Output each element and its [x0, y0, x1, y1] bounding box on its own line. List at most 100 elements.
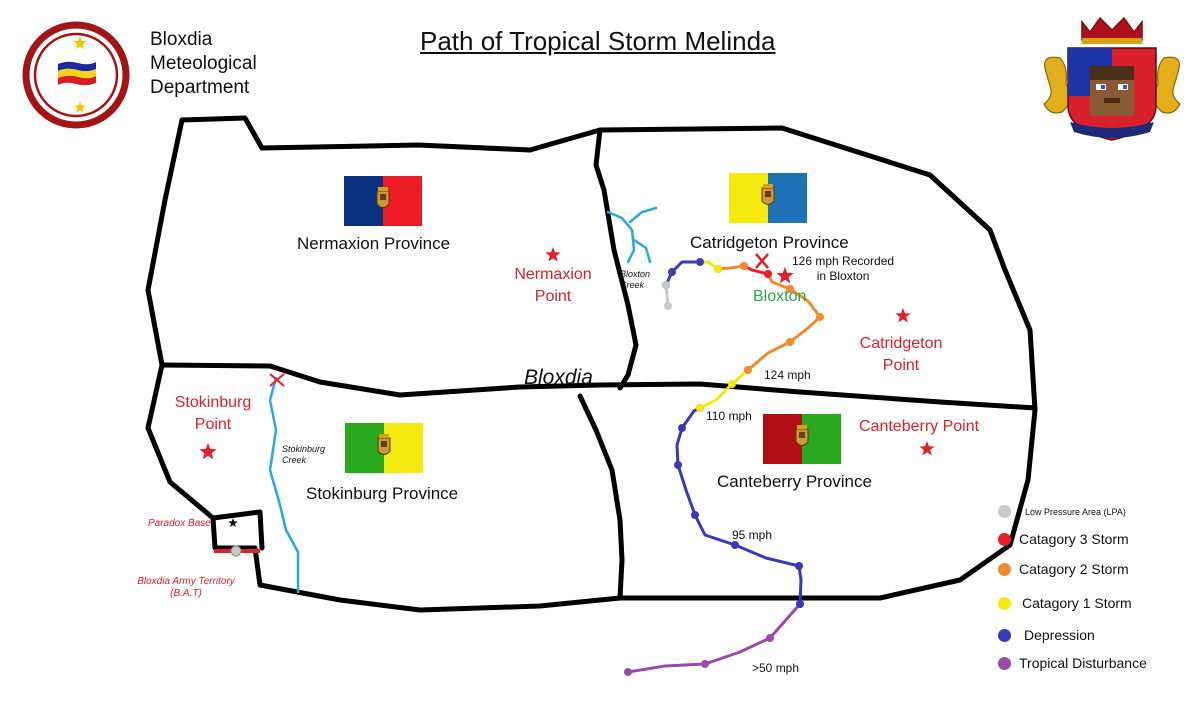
track-point	[728, 380, 736, 388]
flag-nermaxion	[344, 176, 422, 226]
flag-canteberry	[763, 414, 841, 464]
creek-label-bloxton-line1: Bloxton	[620, 269, 651, 279]
point-label-canteberry: Canteberry Point	[859, 418, 980, 435]
legend-label: Catagory 2 Storm	[1019, 561, 1129, 577]
legend-dot-icon	[998, 532, 1011, 546]
track-segment-c2	[716, 264, 746, 271]
province-label-catridgeton: Catridgeton Province	[690, 233, 849, 252]
track-point	[744, 366, 752, 374]
storm-track	[624, 258, 824, 676]
speed-label-50: >50 mph	[752, 661, 800, 675]
bloxton-star-icon	[776, 267, 794, 284]
record-annotation-line1: 126 mph Recorded	[792, 254, 895, 268]
legend-label: Catagory 1 Storm	[1022, 595, 1132, 611]
creek-source-mark	[269, 373, 285, 387]
legend-dot-icon	[998, 562, 1011, 576]
department-seal	[22, 21, 130, 129]
catridgeton-point-star-icon	[895, 308, 911, 323]
creeks	[268, 206, 658, 594]
track-point	[786, 338, 794, 346]
track-point	[816, 313, 824, 321]
place-label-bat: Bloxdia Army Territory (B.A.T)	[130, 576, 242, 600]
track-point	[701, 660, 709, 668]
flag-catridgeton	[729, 173, 807, 223]
track-segment-c1	[698, 368, 750, 410]
creek-label-stokinburg: Stokinburg Creek	[282, 444, 325, 466]
legend-dot-icon	[998, 596, 1011, 610]
department-name-line3: Department	[150, 77, 250, 98]
flag-emblem-icon	[377, 434, 391, 455]
track-point	[662, 281, 670, 289]
province-label-stokinburg: Stokinburg Province	[306, 484, 459, 503]
point-label-nermaxion: Nermaxion Point	[500, 264, 606, 308]
track-point	[696, 404, 704, 412]
point-label-nermaxion-line2: Point	[534, 288, 572, 305]
landfall-x-marker	[755, 253, 769, 269]
track-point	[795, 562, 803, 570]
track-point	[786, 285, 794, 293]
place-label-bat-line2: (B.A.T)	[170, 588, 202, 599]
legend-item-cat2: Catagory 2 Storm	[998, 561, 1129, 577]
point-label-catridgeton-line1: Catridgeton	[859, 335, 943, 352]
track-point	[731, 541, 739, 549]
department-name-line1: Bloxdia	[150, 29, 213, 50]
point-label-catridgeton-line2: Point	[882, 357, 920, 374]
point-label-nermaxion-line1: Nermaxion	[514, 266, 592, 283]
legend-item-cat1: Catagory 1 Storm	[998, 595, 1132, 611]
track-point	[678, 424, 686, 432]
track-point	[766, 634, 774, 642]
paradox-base-star-icon	[228, 518, 238, 527]
creek-label-bloxton: Bloxton Creek	[620, 269, 650, 291]
track-point	[764, 270, 772, 278]
flag-emblem-icon	[795, 425, 809, 446]
paradox-base-marker	[214, 545, 260, 557]
province-label-canteberry: Canteberry Province	[717, 472, 872, 491]
track-point	[674, 461, 682, 469]
legend-label: Low Pressure Area (LPA)	[1025, 506, 1126, 517]
speed-label-124: 124 mph	[764, 368, 811, 382]
track-point	[664, 302, 672, 310]
canteberry-point-star-icon	[919, 441, 935, 456]
nermaxion-point-star-icon	[545, 247, 561, 262]
province-label-nermaxion: Nermaxion Province	[297, 234, 451, 253]
legend-item-lpa: Low Pressure Area (LPA)	[998, 505, 1126, 518]
place-label-paradox-base: Paradox Base	[148, 518, 211, 529]
track-segment-dist	[626, 602, 802, 674]
point-stars	[199, 247, 935, 527]
legend-label: Depression	[1024, 627, 1095, 643]
creek-label-stokinburg-line2: Creek	[282, 455, 307, 465]
point-label-stokinburg-line2: Point	[194, 416, 232, 433]
province-flags	[344, 173, 841, 473]
coat-of-arms	[1043, 16, 1181, 141]
legend-dot-icon	[998, 628, 1011, 642]
speed-label-110: 110 mph	[706, 409, 752, 423]
place-label-bat-line1: Bloxdia Army Territory	[137, 576, 235, 587]
creek-label-stokinburg-line1: Stokinburg	[282, 444, 326, 454]
creek-label-bloxton-line2: Creek	[620, 280, 645, 290]
track-point	[691, 511, 699, 519]
track-point	[668, 268, 676, 276]
legend-dot-icon	[998, 656, 1011, 670]
legend-label: Catagory 3 Storm	[1019, 531, 1129, 547]
legend-item-depression: Depression	[998, 627, 1095, 643]
legend-label: Tropical Disturbance	[1019, 655, 1147, 671]
country-label: Bloxdia	[524, 366, 593, 389]
department-name: Bloxdia Meteological Department	[150, 28, 257, 100]
stokinburg-point-star-icon	[199, 443, 217, 460]
track-point	[796, 600, 804, 608]
track-segment-dep	[664, 260, 702, 287]
page-title: Path of Tropical Storm Melinda	[420, 26, 776, 56]
track-point	[624, 668, 632, 676]
record-annotation: 126 mph Recorded in Bloxton	[792, 254, 894, 284]
legend-item-cat3: Catagory 3 Storm	[998, 531, 1129, 547]
point-label-stokinburg: Stokinburg Point	[160, 392, 266, 436]
department-name-line2: Meteological	[150, 53, 257, 74]
country-borders	[145, 115, 1038, 613]
track-point	[740, 262, 748, 270]
legend-dot-icon	[998, 505, 1011, 518]
speed-label-95: 95 mph	[732, 528, 773, 542]
record-annotation-line2: in Bloxton	[816, 269, 870, 283]
flag-emblem-icon	[761, 184, 775, 205]
